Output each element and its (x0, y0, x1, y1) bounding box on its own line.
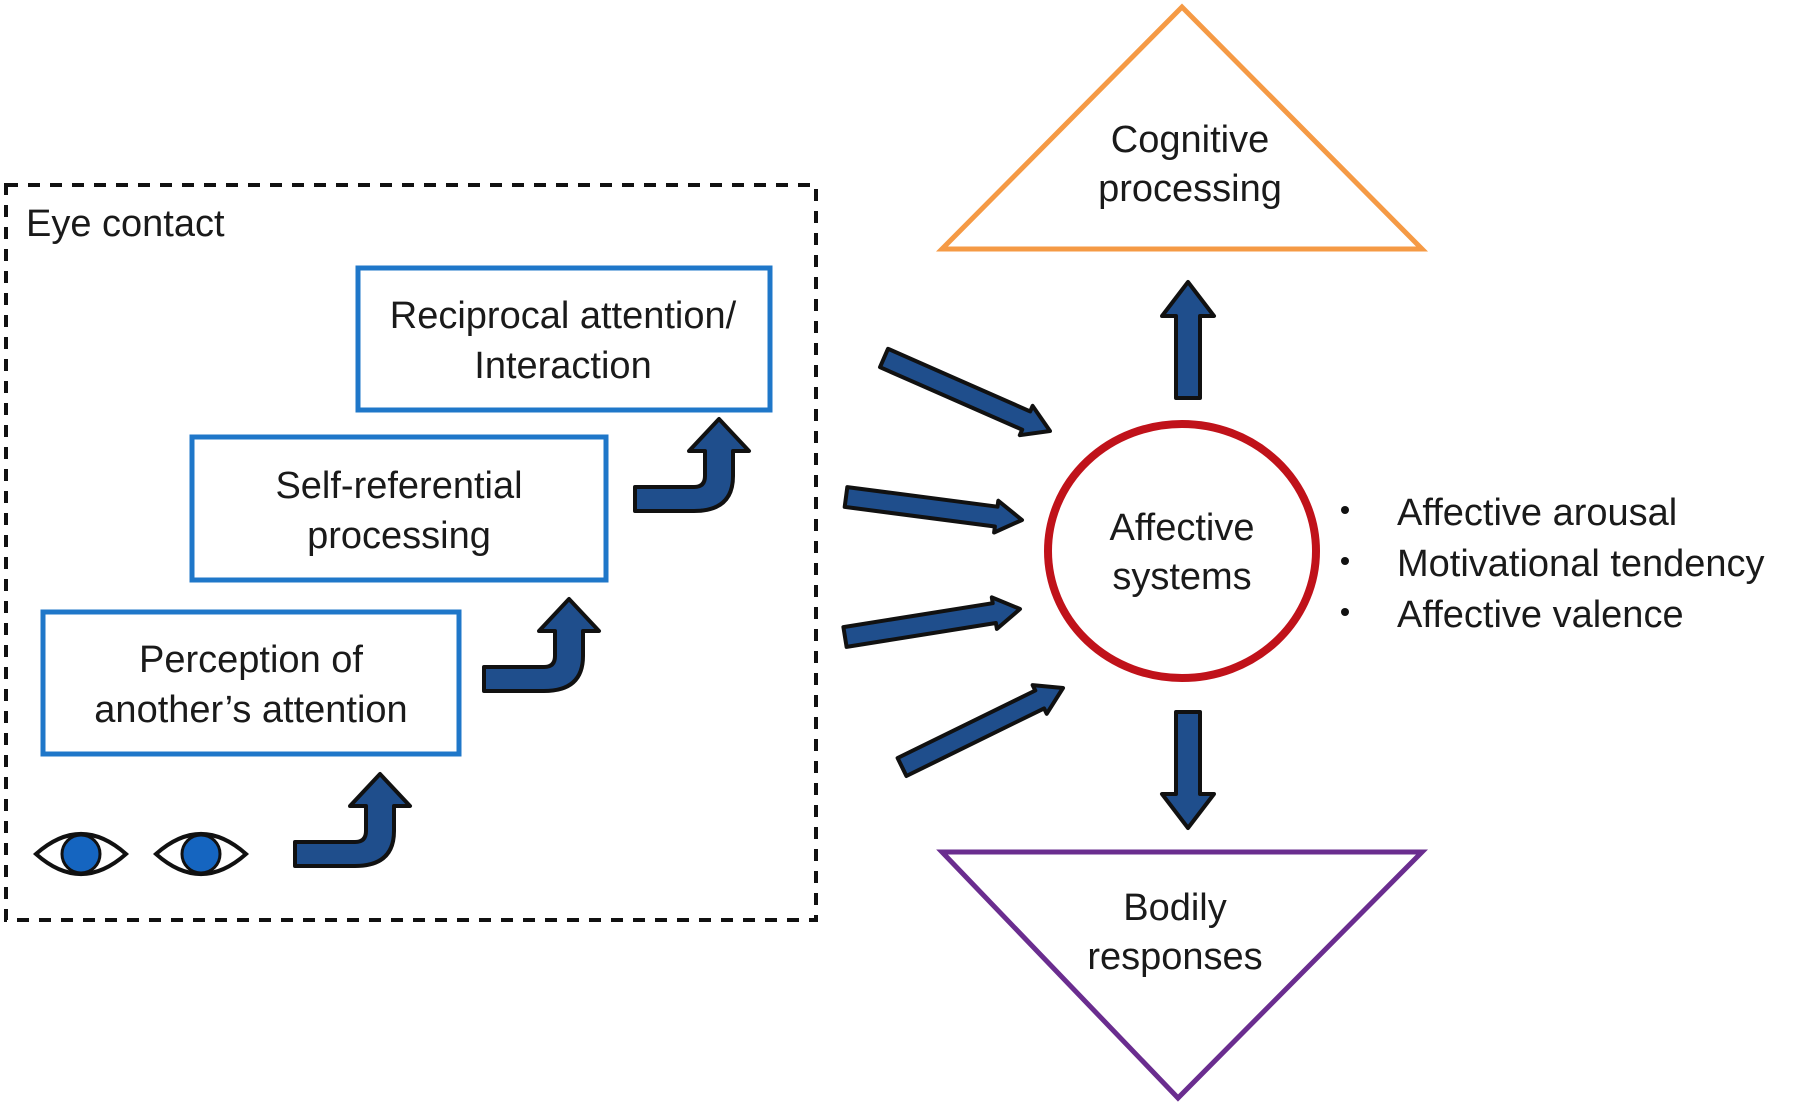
bent-arrow-icon-2 (482, 597, 601, 693)
converging-arrows (841, 346, 1065, 778)
step-box-reciprocal: Reciprocal attention/ Interaction (355, 265, 773, 413)
bullet-dot-icon (1341, 608, 1349, 616)
cognitive-processing-line2: processing (1098, 168, 1282, 210)
step-box-self-referential-line2: processing (307, 515, 491, 557)
bullet-dot-icon (1341, 506, 1349, 514)
step-box-self-referential: Self-referential processing (189, 434, 609, 583)
bullet-item-motivational: Motivational tendency (1397, 543, 1765, 585)
step-box-self-referential-line1: Self-referential (275, 465, 522, 507)
affective-systems-node: Affective systems (1044, 420, 1320, 682)
eyes-icon (32, 832, 250, 876)
right-eye-icon (152, 832, 250, 876)
eye-contact-frame (4, 183, 818, 922)
converging-arrow-icon-2 (842, 485, 1024, 535)
bullet-item-arousal: Affective arousal (1397, 492, 1677, 534)
bodily-responses-line1: Bodily (1123, 887, 1227, 929)
left-eye-icon (32, 832, 130, 876)
step-box-perception-line2: another’s attention (94, 689, 407, 731)
converging-arrow-icon-4 (895, 683, 1065, 778)
cognitive-processing-line1: Cognitive (1111, 119, 1269, 161)
bullet-item-valence: Affective valence (1397, 594, 1684, 636)
cognitive-processing-node: Cognitive processing (935, 3, 1429, 252)
eye-contact-title: Eye contact (26, 203, 225, 245)
bent-arrow-icon-1 (293, 772, 412, 868)
step-box-perception: Perception of another’s attention (40, 609, 462, 757)
affective-properties-list: Affective arousal Motivational tendency … (1341, 492, 1765, 636)
step-box-reciprocal-line1: Reciprocal attention/ (390, 295, 737, 337)
bodily-responses-line2: responses (1087, 936, 1262, 978)
step-box-perception-line1: Perception of (139, 639, 363, 681)
bodily-responses-node: Bodily responses (936, 849, 1429, 1102)
converging-arrow-icon-3 (841, 595, 1022, 649)
affective-systems-line2: systems (1112, 556, 1251, 598)
up-arrow-icon (1160, 280, 1216, 400)
affective-systems-line1: Affective (1109, 507, 1254, 549)
bullet-dot-icon (1341, 557, 1349, 565)
step-box-reciprocal-line2: Interaction (474, 345, 651, 387)
down-arrow-icon (1160, 710, 1216, 830)
bent-arrow-icon-3 (633, 417, 751, 513)
converging-arrow-icon-1 (878, 346, 1052, 438)
